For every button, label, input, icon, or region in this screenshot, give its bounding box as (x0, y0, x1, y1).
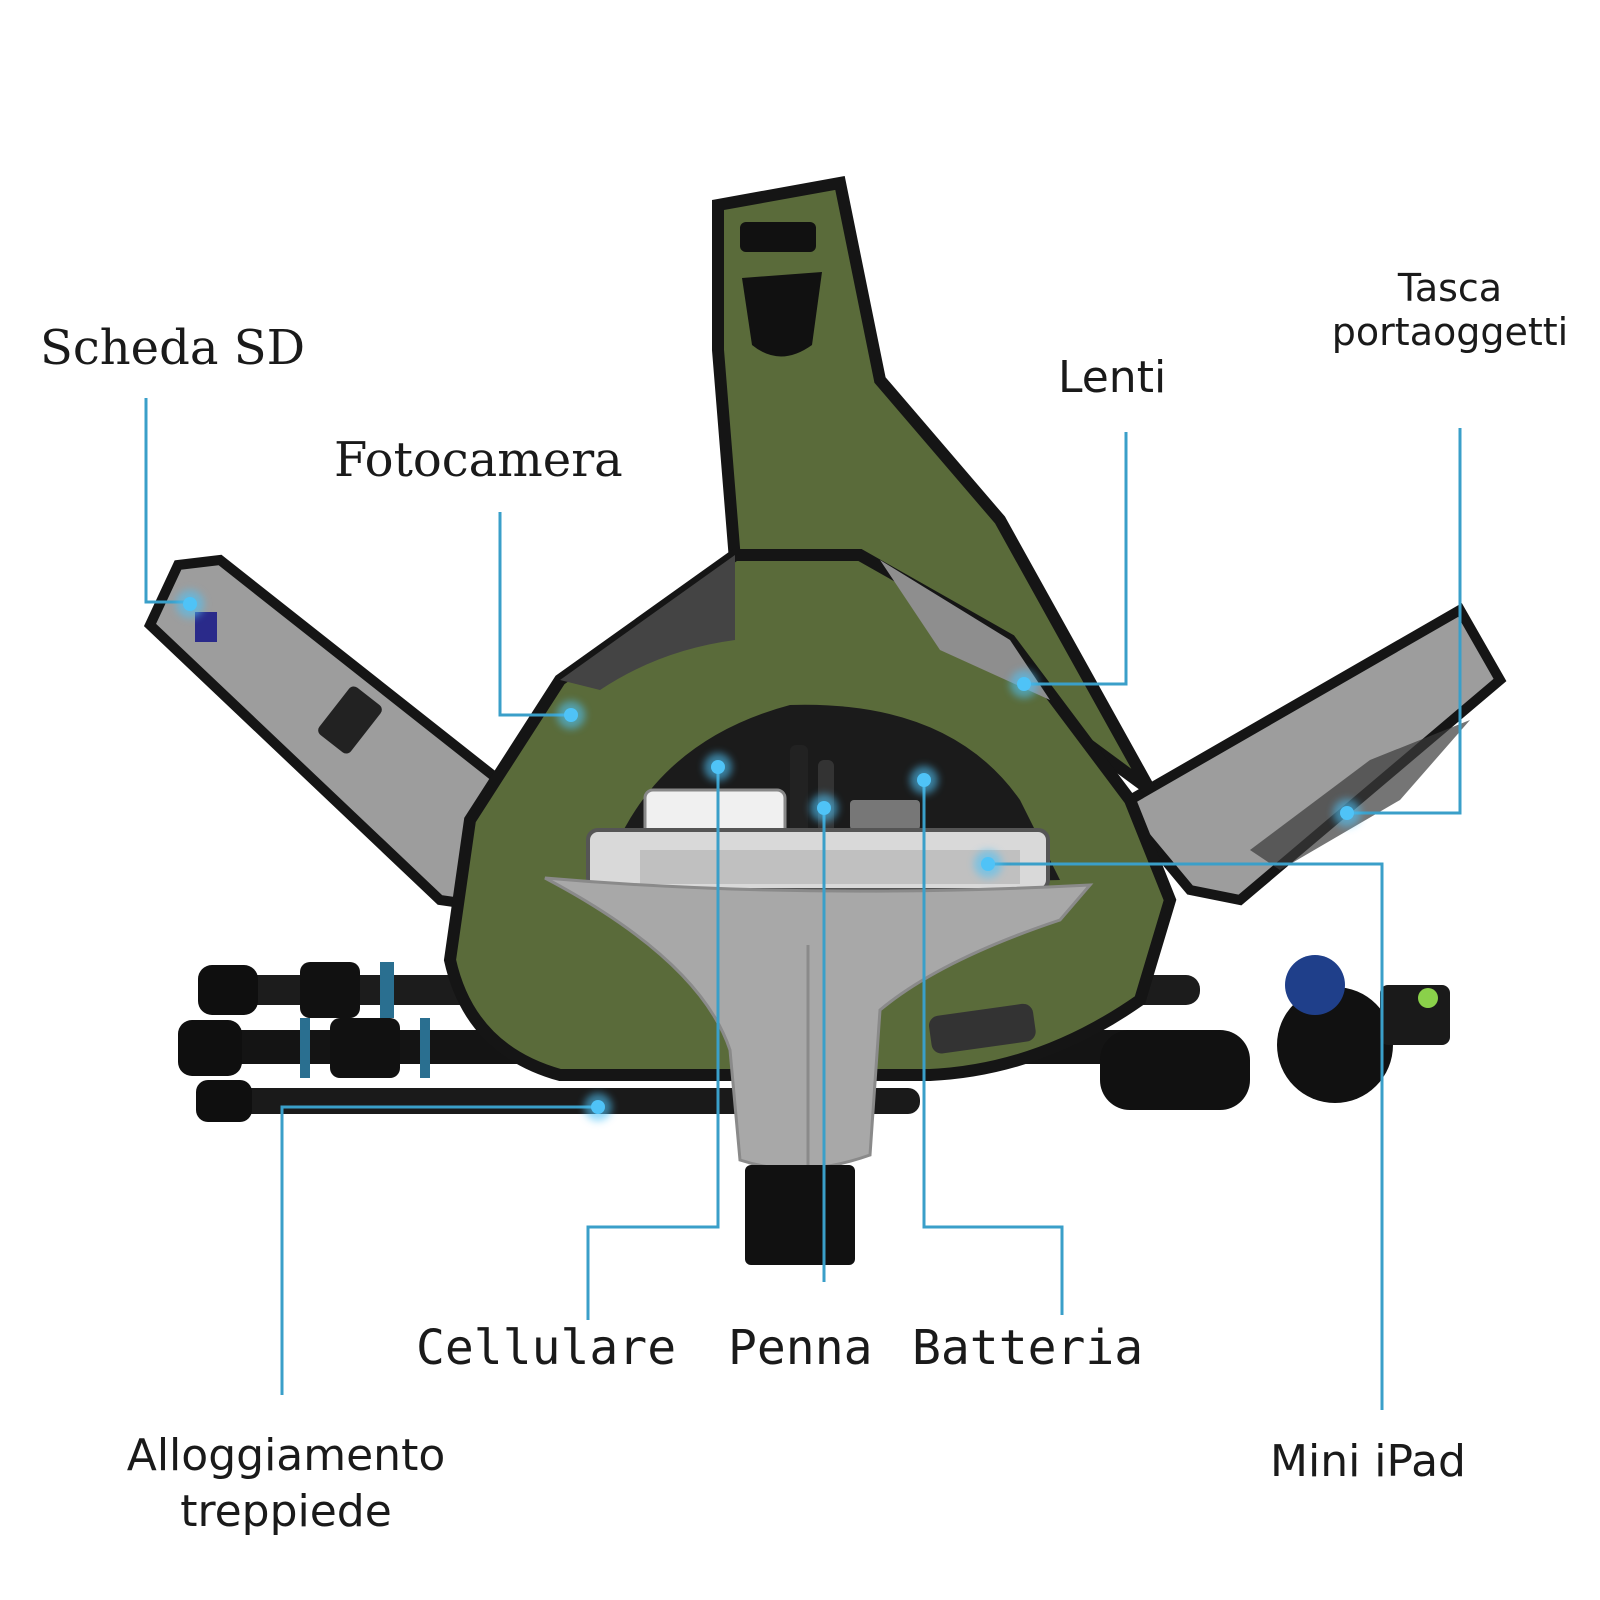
leader-line-lenses (1024, 432, 1128, 686)
leader-line-phone (586, 767, 720, 1320)
leader-line-storage-pocket (1350, 428, 1462, 815)
dot-storage-pocket (1333, 799, 1361, 827)
leader-line-mini-ipad (988, 862, 1384, 1410)
leader-line-sd-card (144, 398, 190, 604)
callout-dots (176, 590, 1361, 1121)
label-tripod: Alloggiamento treppiede (96, 1428, 476, 1540)
label-storage-pocket: Tasca portaoggetti (1320, 266, 1580, 354)
label-sd-card: Scheda SD (40, 320, 306, 376)
label-storage-pocket-line2: portaoggetti (1331, 310, 1569, 354)
label-lenses: Lenti (1058, 352, 1167, 403)
label-mini-ipad: Mini iPad (1270, 1436, 1466, 1487)
label-camera: Fotocamera (334, 432, 623, 488)
dot-tripod (584, 1093, 612, 1121)
label-pen: Penna (728, 1320, 873, 1376)
bottom-strap (745, 1165, 855, 1265)
dot-mini-ipad (974, 850, 1002, 878)
dot-phone (704, 753, 732, 781)
label-tripod-line1: Alloggiamento (126, 1430, 446, 1481)
gray-panel (544, 876, 1094, 1171)
label-phone: Cellulare (416, 1320, 677, 1376)
dot-camera (557, 701, 585, 729)
label-storage-pocket-line1: Tasca (1397, 266, 1503, 310)
dot-lenses (1010, 670, 1038, 698)
dot-battery (910, 766, 938, 794)
leader-lines (144, 398, 1462, 1410)
label-tripod-line2: treppiede (180, 1486, 392, 1537)
dot-pen (810, 794, 838, 822)
right-flap (1123, 603, 1507, 906)
leader-line-tripod (280, 1105, 598, 1395)
dot-sd-card (176, 590, 204, 618)
label-battery: Batteria (912, 1320, 1144, 1376)
leader-line-camera (498, 512, 570, 717)
bag-illustration (143, 176, 1507, 1265)
leader-line-battery (922, 782, 1064, 1315)
